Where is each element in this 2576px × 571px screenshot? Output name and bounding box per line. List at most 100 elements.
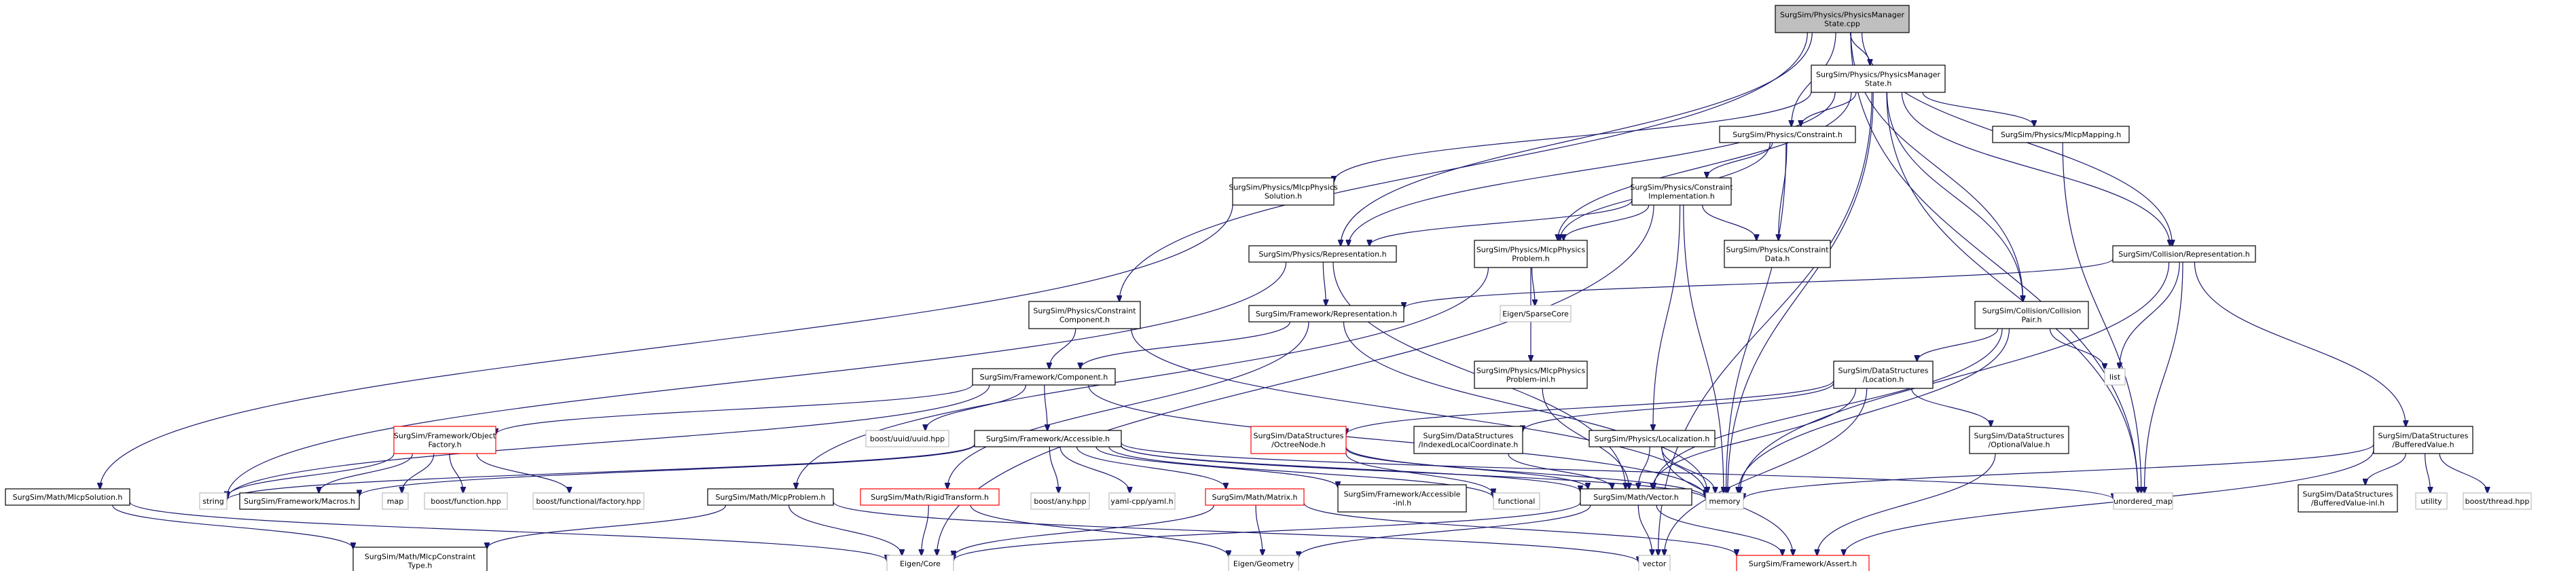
node-label: SurgSim/Collision/Collision — [1982, 307, 2082, 316]
edge-matrix-to-assert — [1303, 502, 1737, 555]
edge-fwcomp-to-memory — [1088, 384, 1706, 498]
node-label: /IndexedLocalCoordinate.h — [1419, 441, 1519, 449]
node-box — [1719, 126, 1856, 143]
edge-collrep-to-memory — [1740, 261, 2170, 493]
node-rigid[interactable]: SurgSim/Math/RigidTransform.h — [860, 488, 1000, 506]
node-box — [1589, 430, 1716, 447]
node-label: vector — [1643, 559, 1667, 568]
node-box — [1232, 177, 1335, 206]
node-label: /BufferedValue.h — [2392, 441, 2454, 449]
edge-bufval-to-memory — [1743, 444, 2374, 499]
node-label: Eigen/Core — [900, 559, 941, 568]
edge-accessible-to-matrix — [1076, 446, 1226, 489]
node-functional: functional — [1493, 492, 1540, 510]
node-label: SurgSim/Physics/Constraint.h — [1733, 130, 1843, 139]
edge-mlcpprob-to-core — [788, 504, 903, 555]
node-box — [1337, 484, 1467, 513]
node-label: memory — [1709, 497, 1741, 506]
node-box — [1775, 5, 1910, 33]
node-box — [1108, 492, 1176, 510]
node-mlcpmapping[interactable]: SurgSim/Physics/MlcpMapping.h — [1992, 126, 2130, 143]
node-label: SurgSim/Math/MlcpProblem.h — [716, 493, 826, 502]
node-box — [2373, 426, 2473, 454]
node-matrix[interactable]: SurgSim/Math/Matrix.h — [1205, 488, 1305, 506]
node-label: Factory.h — [428, 441, 461, 449]
node-label: yaml-cpp/yaml.h — [1110, 497, 1173, 506]
edge-collpair-to-memory — [1738, 328, 2010, 493]
edge-fwcomp-to-uuid — [926, 384, 1027, 430]
node-box — [1474, 240, 1588, 268]
file-nodes: SurgSim/Physics/PhysicsManagerState.cppS… — [5, 5, 2532, 571]
edge-accessible-to-accinl — [1095, 446, 1338, 487]
node-geometry: Eigen/Geometry — [1228, 555, 1299, 571]
node-box — [1833, 361, 1934, 389]
node-label: SurgSim/Math/Vector.h — [1593, 493, 1678, 502]
node-constraint[interactable]: SurgSim/Physics/Constraint.h — [1719, 126, 1856, 143]
node-mlcpsol[interactable]: SurgSim/Math/MlcpSolution.h — [5, 488, 130, 506]
edge-fwrep-to-memory — [1343, 321, 1708, 493]
node-bufvalinl[interactable]: SurgSim/DataStructures/BufferedValue-inl… — [2298, 484, 2398, 513]
edge-vectorh-to-geometry — [1299, 504, 1591, 557]
node-mlcpprob[interactable]: SurgSim/Math/MlcpProblem.h — [707, 488, 834, 506]
node-vector: vector — [1638, 555, 1671, 571]
node-octree[interactable]: SurgSim/DataStructures/OctreeNode.h — [1250, 426, 1347, 454]
node-cimpl[interactable]: SurgSim/Physics/ConstraintImplementation… — [1630, 177, 1733, 206]
edge-root-to-umap — [1850, 32, 2138, 493]
node-assert[interactable]: SurgSim/Framework/Assert.h — [1736, 555, 1870, 571]
node-label: boost/any.hpp — [1034, 497, 1086, 506]
edge-matrix-to-core — [954, 504, 1214, 557]
node-bufval[interactable]: SurgSim/DataStructures/BufferedValue.h — [2373, 426, 2473, 454]
node-vectorh[interactable]: SurgSim/Math/Vector.h — [1580, 488, 1692, 506]
edge-accessible-to-string — [227, 443, 975, 500]
edge-location-to-vector — [1665, 388, 1868, 555]
node-collrep[interactable]: SurgSim/Collision/Representation.h — [2112, 245, 2256, 263]
node-accessible[interactable]: SurgSim/Framework/Accessible.h — [974, 430, 1122, 447]
node-box — [1580, 488, 1692, 506]
edge-pmsh-to-memory — [1728, 92, 1874, 493]
edge-collrep-to-bufval — [2194, 261, 2406, 426]
edge-cimpl-to-core — [937, 204, 1654, 555]
node-label: functional — [1498, 497, 1536, 506]
node-label: SurgSim/Physics/Constraint — [1630, 183, 1733, 192]
node-localization[interactable]: SurgSim/Physics/Localization.h — [1589, 430, 1716, 447]
edge-vectorh-to-assert — [1656, 504, 1782, 555]
node-label: SurgSim/Physics/MlcpPhysics — [1229, 183, 1338, 192]
node-label: Eigen/SparseCore — [1502, 310, 1569, 318]
node-any: boost/any.hpp — [1030, 492, 1090, 510]
node-label: Problem.h — [1512, 255, 1549, 263]
node-ilc[interactable]: SurgSim/DataStructures/IndexedLocalCoord… — [1413, 426, 1523, 454]
node-list: list — [2104, 368, 2126, 386]
node-macros[interactable]: SurgSim/Framework/Macros.h — [239, 492, 360, 510]
edge-vectorh-to-core — [954, 502, 1581, 561]
node-fwcomp[interactable]: SurgSim/Framework/Component.h — [972, 368, 1116, 386]
node-box — [1228, 555, 1299, 571]
edge-pmsh-to-collrep — [1901, 92, 2170, 246]
node-box — [382, 492, 409, 510]
node-optval[interactable]: SurgSim/DataStructures/OptionalValue.h — [1969, 426, 2069, 454]
node-label: boost/thread.hpp — [2465, 497, 2530, 506]
edge-cimpl-to-memory — [1683, 204, 1724, 493]
node-label: Component.h — [1059, 316, 1110, 325]
node-accinl[interactable]: SurgSim/Framework/Accessible-inl.h — [1337, 484, 1467, 513]
node-box — [199, 492, 228, 510]
edge-accessible-to-yaml — [1059, 446, 1129, 493]
node-box — [2112, 245, 2256, 263]
edge-mlcpsol-to-mlcpctype — [112, 504, 353, 549]
node-fwrep[interactable]: SurgSim/Framework/Representation.h — [1248, 305, 1404, 323]
node-physrep[interactable]: SurgSim/Physics/Representation.h — [1248, 245, 1397, 263]
node-label: SurgSim/Framework/Object — [394, 432, 496, 441]
node-location[interactable]: SurgSim/DataStructures/Location.h — [1833, 361, 1934, 389]
node-label: /OctreeNode.h — [1271, 441, 1326, 449]
node-umap: unordered_map — [2113, 492, 2173, 510]
node-box — [2104, 368, 2126, 386]
